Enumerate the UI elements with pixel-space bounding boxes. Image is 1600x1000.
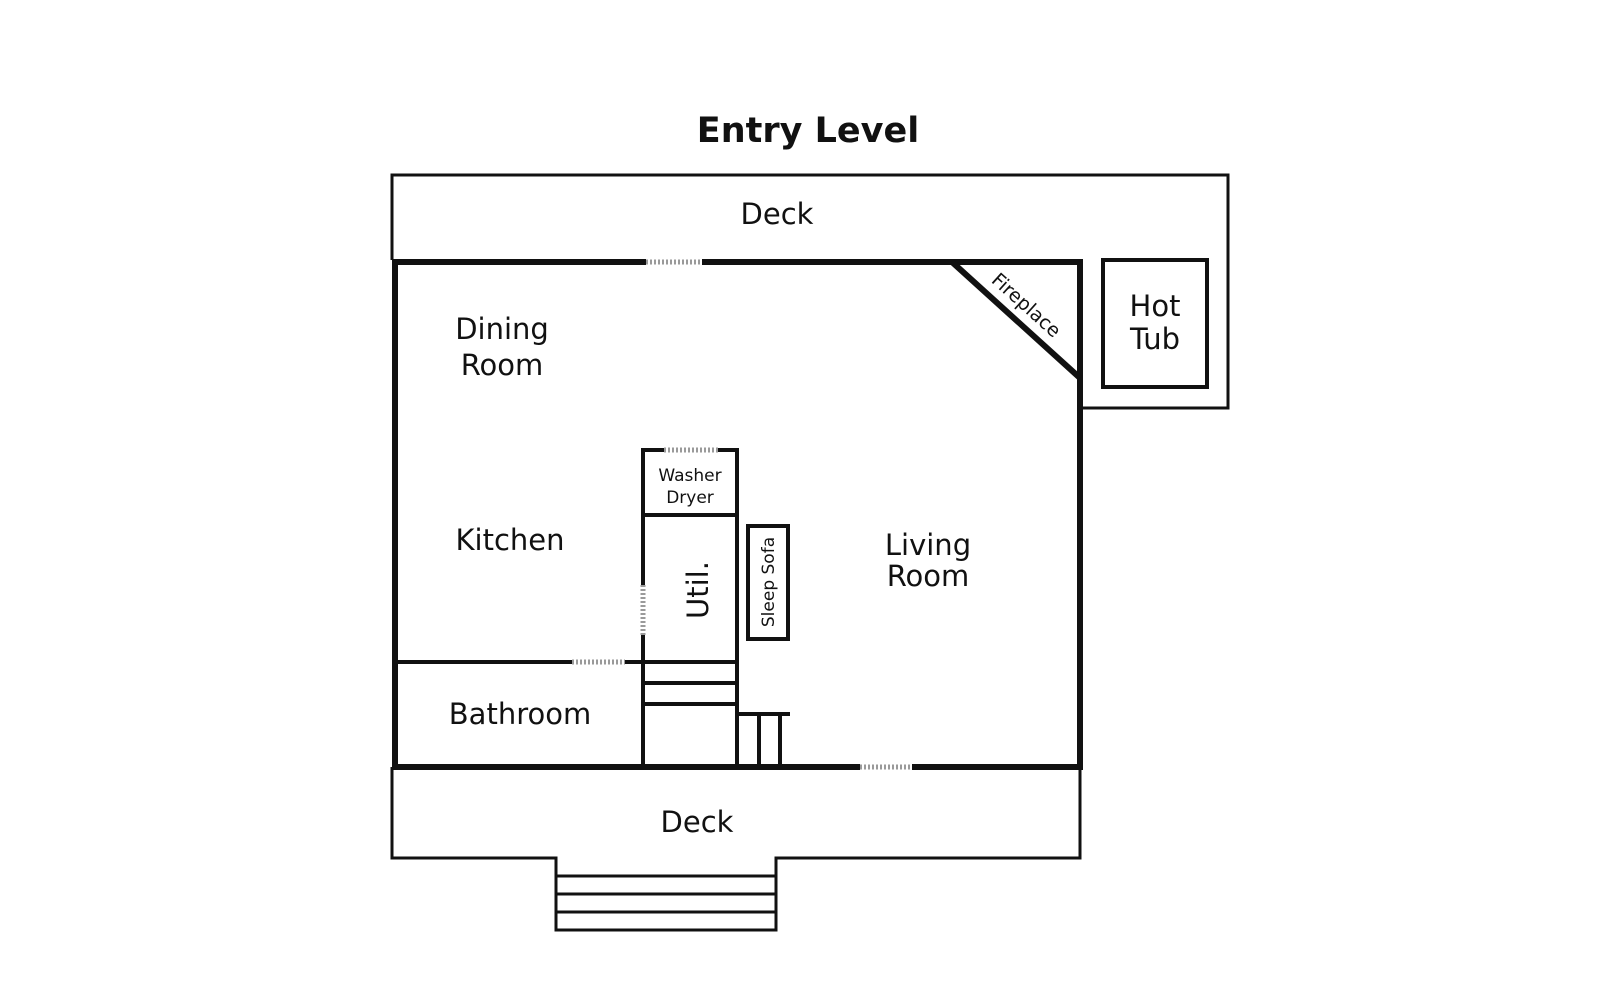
fireplace-wall — [949, 259, 1083, 381]
dining-room-label-line2: Room — [461, 348, 544, 382]
dryer-label: Dryer — [666, 488, 714, 508]
dining-room-label-line1: Dining — [455, 312, 549, 346]
sleep-sofa — [746, 524, 790, 641]
living-room-label-line1: Living — [885, 528, 971, 562]
deck-top-label: Deck — [741, 197, 814, 231]
bottom-deck-outline — [390, 767, 1082, 932]
washer-label: Washer — [658, 466, 721, 486]
top-deck-outline — [390, 173, 1230, 410]
hot-tub — [1101, 258, 1209, 389]
deck-bottom-label: Deck — [661, 805, 734, 839]
sleep-sofa-label: Sleep Sofa — [759, 537, 779, 627]
bathroom-label: Bathroom — [449, 697, 591, 731]
kitchen-label: Kitchen — [456, 523, 565, 557]
hot-tub-label-line1: Hot — [1130, 289, 1181, 323]
util-label: Util. — [681, 561, 715, 619]
plan-title: Entry Level — [697, 111, 919, 151]
hot-tub-label-line2: Tub — [1129, 322, 1180, 356]
living-room-label-line2: Room — [887, 559, 970, 593]
